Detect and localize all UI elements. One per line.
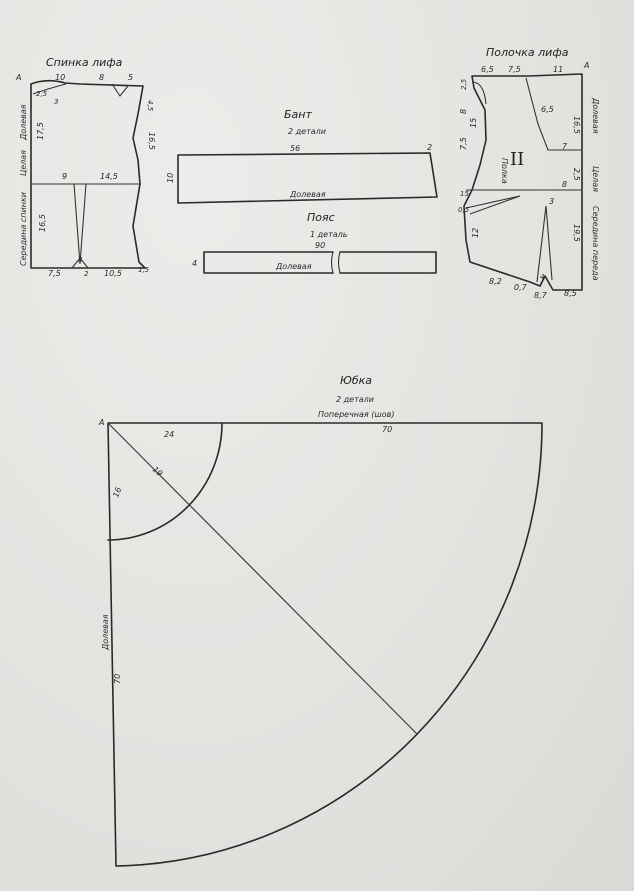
front-neck-m: 15 xyxy=(469,118,478,128)
back-corner-a: A xyxy=(15,73,21,82)
front-lower-left: 12 xyxy=(471,228,480,238)
belt-length: 90 xyxy=(315,241,325,250)
front-inner-m: 7 xyxy=(562,142,568,151)
back-top-m3: 5 xyxy=(128,73,133,82)
front-piece-label: Полка xyxy=(500,158,509,184)
bow-height: 10 xyxy=(166,173,175,183)
front-bottom-m4: 8,5 xyxy=(564,289,577,298)
skirt-piece: Юбка 2 детали Поперечная (шов) A 24 19 1… xyxy=(98,374,543,867)
front-right-m2: 2,5 xyxy=(572,168,581,181)
belt-break-left xyxy=(330,251,334,274)
skirt-bias-line xyxy=(107,422,418,735)
back-neck-m: 2,5 xyxy=(36,90,48,98)
front-side-dart xyxy=(465,195,521,215)
front-top-m2: 7,5 xyxy=(508,65,521,74)
front-bottom-m2: 0,7 xyxy=(514,283,528,292)
back-outline xyxy=(30,79,146,269)
skirt-outline xyxy=(107,422,543,867)
back-fold-label: Целая xyxy=(19,150,28,176)
front-shoulder-dart xyxy=(525,77,582,151)
back-top-m1: 10 xyxy=(55,73,65,82)
front-bottom-m3: 8,7 xyxy=(534,291,548,300)
skirt-grain-left: Долевая xyxy=(101,614,110,651)
front-fold-label: Целая xyxy=(591,166,600,192)
skirt-length-left: 70 xyxy=(113,674,122,684)
skirt-grain-top: Поперечная (шов) xyxy=(318,410,394,419)
front-top-m1: 6,5 xyxy=(481,65,494,74)
skirt-waist-m1: 24 xyxy=(164,430,174,439)
front-corner-a: A xyxy=(583,61,589,70)
back-top-m2: 8 xyxy=(99,73,104,82)
back-center-label: Середина спинки xyxy=(19,192,28,266)
bow-length: 56 xyxy=(290,144,300,153)
belt-height: 4 xyxy=(192,259,197,268)
front-left-m1: 2,5 xyxy=(460,78,468,90)
belt-count: 1 деталь xyxy=(310,230,348,239)
back-bottom-m5: 2 xyxy=(84,270,89,278)
belt-right-part xyxy=(339,251,437,274)
back-shoulder-m: 4,5 xyxy=(146,100,154,112)
bow-piece: Бант 2 детали 56 10 2 Долевая xyxy=(166,108,438,204)
bow-outline xyxy=(177,152,438,204)
front-dart-m: 6,5 xyxy=(541,105,554,114)
front-grain-label: Долевая xyxy=(591,97,600,134)
skirt-waist-arc xyxy=(107,422,223,541)
back-left-m1: 17,5 xyxy=(36,122,45,140)
back-shoulder-dart xyxy=(111,83,129,97)
front-piece-number: II xyxy=(510,149,524,170)
belt-break-right xyxy=(337,251,341,274)
back-neck-curve xyxy=(32,83,67,95)
skirt-title: Юбка xyxy=(340,374,372,387)
bow-end: 2 xyxy=(427,143,432,152)
front-title: Полочка лифа xyxy=(486,46,569,59)
back-waist-dart xyxy=(73,183,87,265)
skirt-corner-a: A xyxy=(98,418,104,427)
front-side-m2: 0,5 xyxy=(458,206,470,214)
back-title: Спинка лифа xyxy=(46,56,123,69)
front-left-m3: 7,5 xyxy=(459,137,468,150)
belt-piece: Пояс 1 деталь 90 4 Долевая xyxy=(192,211,437,274)
back-waist-m2: 14,5 xyxy=(100,172,118,181)
front-neck-curve xyxy=(471,81,487,105)
front-center-label: Середина переда xyxy=(591,206,600,281)
back-bottom-m4: 1,5 xyxy=(138,266,150,274)
skirt-count: 2 детали xyxy=(336,395,374,404)
front-bottom-m1: 8,2 xyxy=(489,277,502,286)
belt-grain: Долевая xyxy=(275,262,312,271)
front-bodice: Полочка лифа A 6,5 7,5 11 2,5 8 7,5 15 6… xyxy=(458,46,600,300)
skirt-waist-m2: 19 xyxy=(151,465,165,479)
belt-title: Пояс xyxy=(307,211,335,224)
front-waist-m: 8 xyxy=(562,180,567,189)
back-left-m2: 16,5 xyxy=(38,214,47,232)
front-left-m2: 8 xyxy=(459,109,468,114)
front-top-m3: 11 xyxy=(553,65,563,74)
back-bodice: Спинка лифа A 10 8 5 2,5 3 4,5 17,5 16,5… xyxy=(15,56,156,278)
back-dart-base xyxy=(71,257,89,269)
back-small-m: 3 xyxy=(54,98,58,106)
skirt-length-top: 70 xyxy=(382,425,392,434)
front-waist-dart xyxy=(536,205,553,283)
back-bottom-m2: 3 xyxy=(78,256,82,264)
back-waist-m1: 9 xyxy=(62,172,67,181)
front-side-m1: 15 xyxy=(460,190,469,198)
back-bottom-m1: 7,5 xyxy=(48,269,61,278)
bow-title: Бант xyxy=(284,108,312,121)
back-grain-label: Долевая xyxy=(19,104,28,141)
belt-left-part xyxy=(203,251,334,274)
bow-grain: Долевая xyxy=(289,190,326,199)
front-right-m3: 19,5 xyxy=(572,224,581,242)
back-bottom-m3: 10,5 xyxy=(104,269,122,278)
front-outline xyxy=(463,73,583,291)
back-right-m1: 16,5 xyxy=(147,132,156,150)
bow-count: 2 детали xyxy=(288,127,326,136)
skirt-waist-m3: 16 xyxy=(111,486,123,499)
front-bottom-m5: 4 xyxy=(540,273,544,281)
front-right-m1: 16,5 xyxy=(572,116,581,134)
front-dart2: 3 xyxy=(549,197,554,206)
